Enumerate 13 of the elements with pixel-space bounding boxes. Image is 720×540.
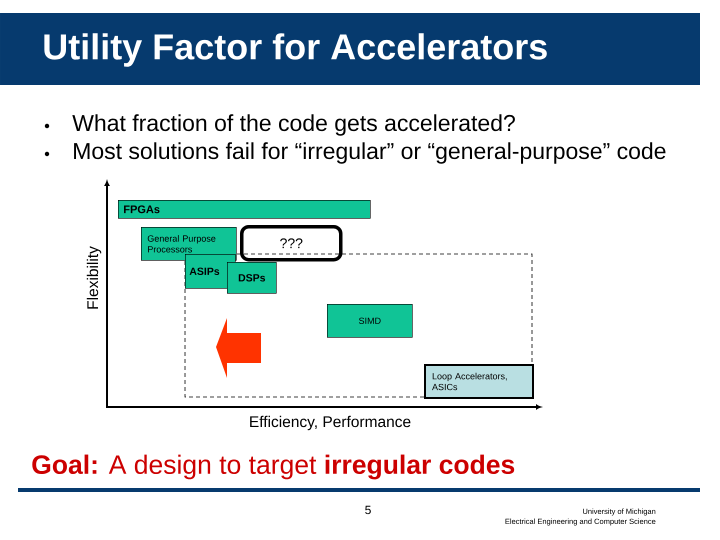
question-box: ??? xyxy=(240,225,342,262)
bullet-text: What fraction of the code gets accelerated? xyxy=(72,114,515,136)
category-box: SIMD xyxy=(327,304,413,338)
category-box: DSPs xyxy=(227,262,277,294)
title-bar: Utility Factor for Accelerators xyxy=(0,13,700,85)
goal-statement: Goal: A design to target irregular codes xyxy=(32,454,514,480)
bullet-text: Most solutions fail for “irregular” or “general-purpose” code xyxy=(74,142,666,164)
axis-label: Flexibility xyxy=(86,246,102,309)
category-box: Loop Accelerators, ASICs xyxy=(424,364,534,399)
category-box: General Purpose Processors xyxy=(141,227,237,261)
page-number: 5 xyxy=(365,506,371,514)
category-box: FPGAs xyxy=(118,200,371,219)
axis-label: Efficiency, Performance xyxy=(250,416,410,430)
